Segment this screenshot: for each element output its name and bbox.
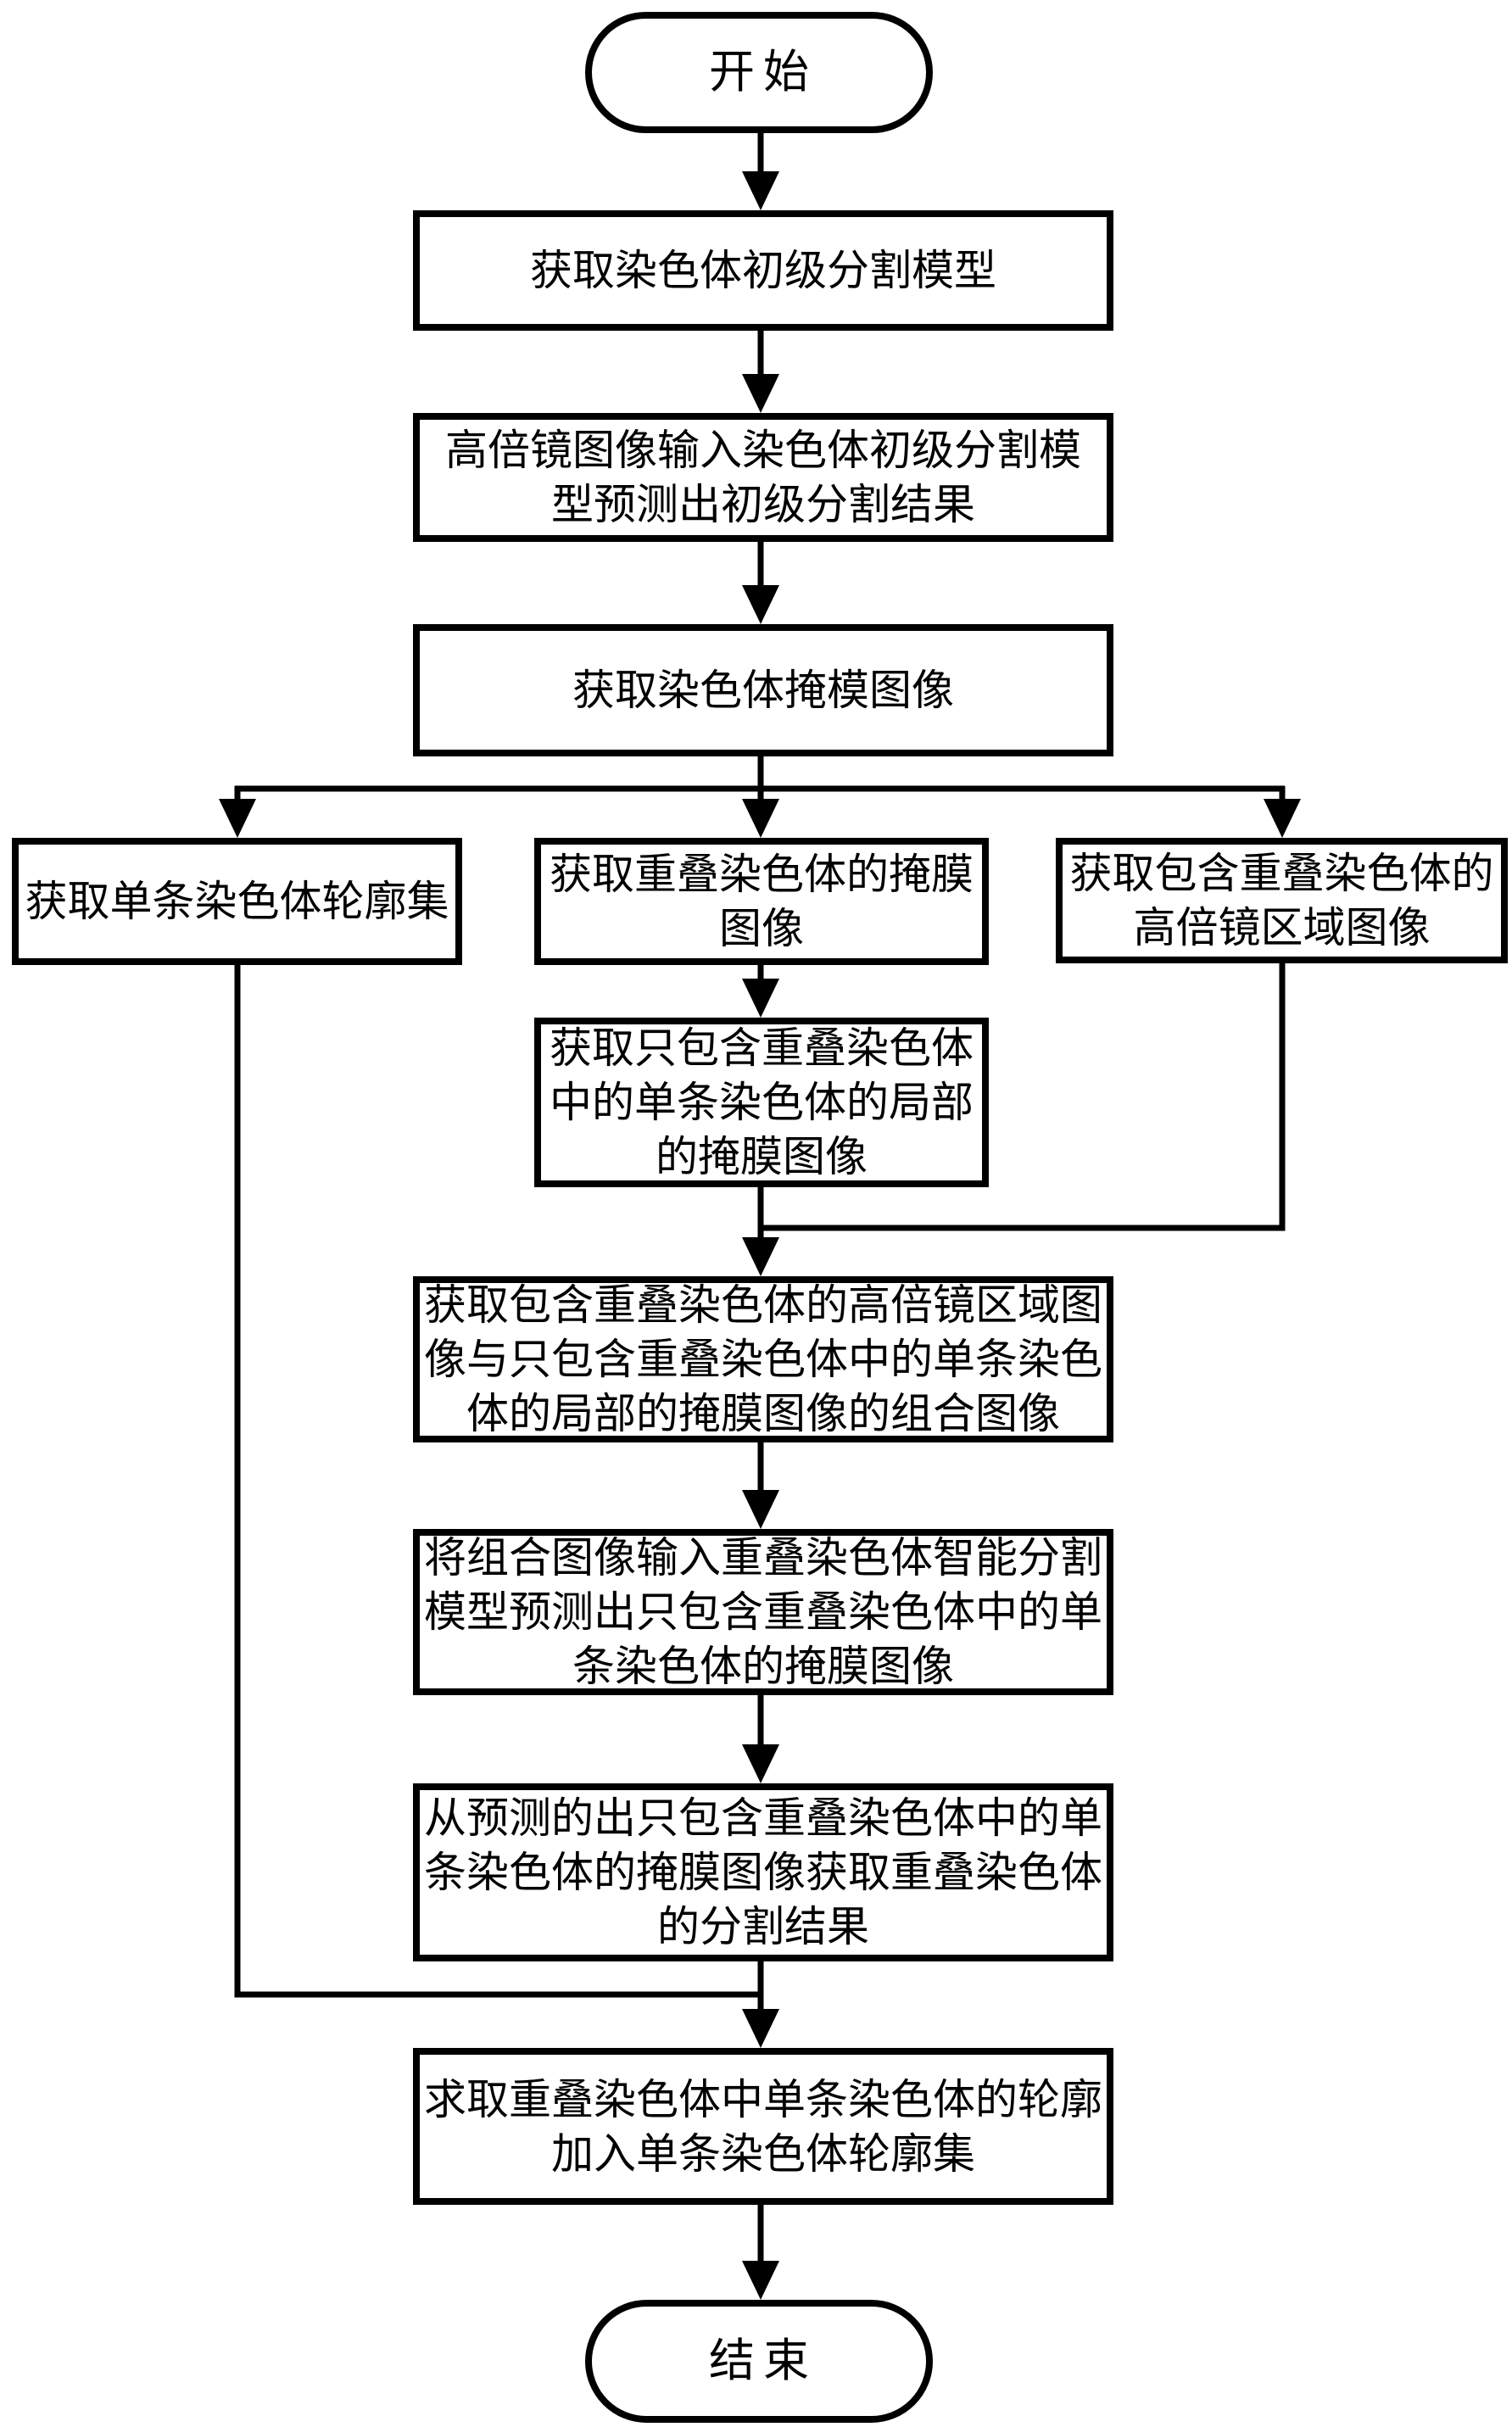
process-get-primary-model: 获取染色体初级分割模型 — [413, 210, 1113, 331]
process-single-contour-set: 获取单条染色体轮廓集 — [12, 838, 462, 965]
arrow-start-to-get-primary-model — [742, 129, 779, 210]
arrow-split-to-overlap-region — [1264, 786, 1301, 838]
arrow-add-contours-to-end — [742, 2203, 779, 2300]
process-overlap-region-image: 获取包含重叠染色体的 高倍镜区域图像 — [1056, 838, 1508, 963]
connector-overlap-region-to-merge — [761, 963, 1286, 1231]
process-smart-segmentation-predict: 将组合图像输入重叠染色体智能分割 模型预测出只包含重叠染色体中的单 条染色体的掩… — [413, 1529, 1113, 1695]
split-bar — [235, 755, 1285, 792]
process-get-chromosome-mask: 获取染色体掩模图像 — [413, 624, 1113, 756]
process-overlap-segmentation-result: 从预测的出只包含重叠染色体中的单 条染色体的掩膜图像获取重叠染色体 的分割结果 — [413, 1783, 1113, 1961]
arrow-split-to-single-contour-set — [219, 786, 256, 838]
arrow-predict-to-get-mask — [742, 540, 779, 624]
arrow-result-to-add-contours — [742, 1960, 779, 2048]
process-overlap-mask-image: 获取重叠染色体的掩膜 图像 — [534, 838, 989, 965]
end-terminator: 结束 — [585, 2300, 933, 2423]
arrow-combined-image-to-smart-segmentation — [742, 1441, 779, 1529]
arrow-overlap-mask-to-partial-mask — [742, 963, 779, 1018]
arrow-partial-mask-to-combined-image — [742, 1186, 779, 1276]
arrow-smart-segmentation-to-result — [742, 1693, 779, 1783]
process-combined-image: 获取包含重叠染色体的高倍镜区域图 像与只包含重叠染色体中的单条染色 体的局部的掩… — [413, 1276, 1113, 1442]
process-partial-single-mask: 获取只包含重叠染色体 中的单条染色体的局部 的掩膜图像 — [534, 1018, 989, 1187]
connector-single-contour-set-to-merge — [234, 963, 761, 1998]
arrow-split-to-overlap-mask — [742, 786, 779, 838]
process-predict-primary-result: 高倍镜图像输入染色体初级分割模 型预测出初级分割结果 — [413, 413, 1113, 542]
start-terminator: 开始 — [585, 12, 933, 133]
process-add-contours-to-set: 求取重叠染色体中单条染色体的轮廓 加入单条染色体轮廓集 — [413, 2048, 1113, 2205]
arrow-get-primary-model-to-predict — [742, 329, 779, 413]
